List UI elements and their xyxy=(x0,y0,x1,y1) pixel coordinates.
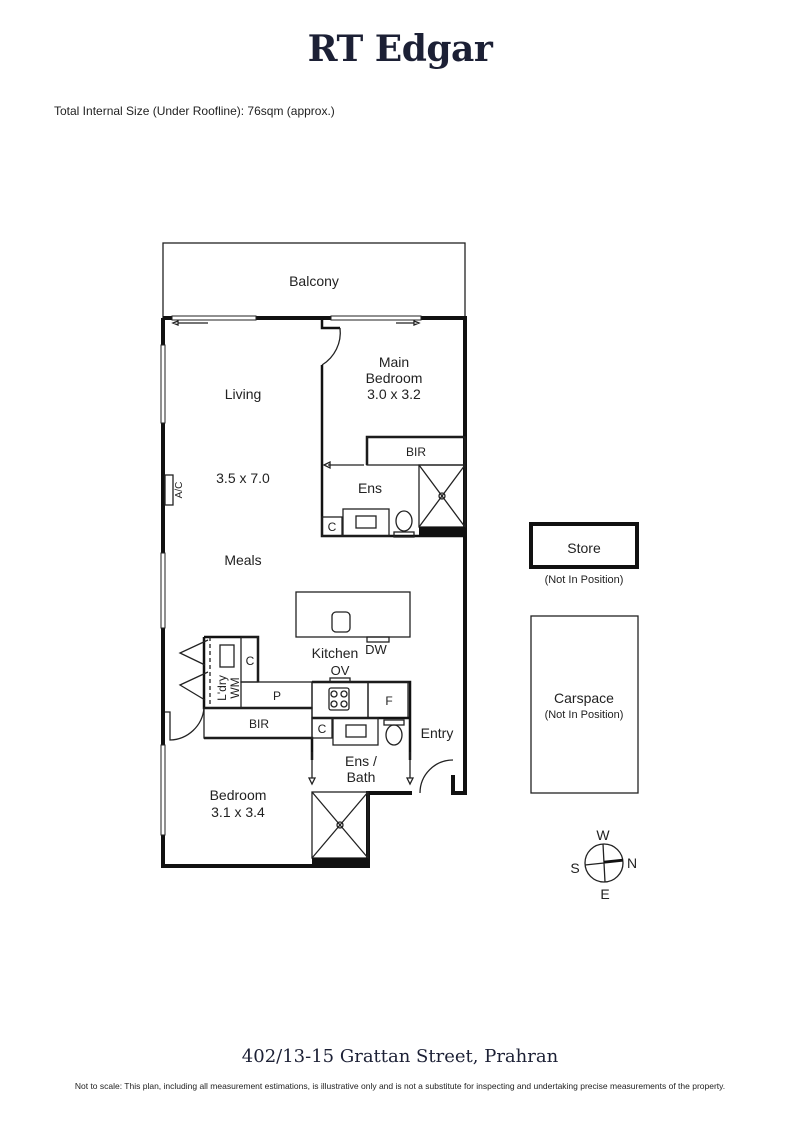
label-dw: DW xyxy=(365,642,387,657)
label-living: Living xyxy=(225,386,262,402)
label-main-bedroom: Main xyxy=(379,354,409,370)
compass-s: S xyxy=(570,860,579,876)
label-laundry: L'dry xyxy=(215,675,229,701)
label-bedroom-dims: 3.1 x 3.4 xyxy=(211,804,265,820)
label-carspace-note: (Not In Position) xyxy=(545,709,624,721)
disclaimer: Not to scale: This plan, including all m… xyxy=(74,1081,726,1091)
label-bedroom: Bedroom xyxy=(210,787,267,803)
label-c-laundry: C xyxy=(246,654,255,668)
label-p: P xyxy=(273,689,281,703)
label-store-note: (Not In Position) xyxy=(545,574,624,586)
label-main-bedroom-dims: 3.0 x 3.2 xyxy=(367,386,421,402)
laundry-tub xyxy=(219,644,235,668)
internal-size-note: Total Internal Size (Under Roofline): 76… xyxy=(54,104,335,118)
ac-unit xyxy=(164,474,174,506)
label-ov: OV xyxy=(331,663,350,678)
label-wm: WM xyxy=(228,677,242,698)
cooktop-icon xyxy=(328,687,350,711)
compass-w: W xyxy=(596,827,610,843)
window xyxy=(160,744,166,836)
bath-toilet xyxy=(385,724,403,746)
compass-icon: W N S E xyxy=(570,827,637,902)
label-bir-bed2: BIR xyxy=(249,717,269,731)
label-main-bedroom-2: Bedroom xyxy=(366,370,423,386)
sliding-door-bedroom xyxy=(330,315,422,321)
compass-n: N xyxy=(627,855,637,871)
label-meals: Meals xyxy=(224,552,261,568)
label-ens-bath-2: Bath xyxy=(347,769,376,785)
shower-base xyxy=(419,527,465,536)
ens-toilet xyxy=(395,510,413,532)
label-ens-bath: Ens / xyxy=(345,753,377,769)
bir-main xyxy=(366,436,466,466)
label-balcony: Balcony xyxy=(289,273,339,289)
compass-e: E xyxy=(600,886,609,902)
carspace-box xyxy=(530,615,639,794)
oven xyxy=(329,677,351,683)
property-address: 402/13-15 Grattan Street, Prahran xyxy=(241,1046,559,1067)
label-carspace: Carspace xyxy=(554,690,614,706)
sliding-door-living xyxy=(171,315,257,321)
brand-logo: RT Edgar xyxy=(307,28,493,70)
ens-cupboard xyxy=(321,516,343,537)
window xyxy=(160,552,166,629)
label-store: Store xyxy=(567,540,601,556)
ens-vanity xyxy=(342,508,390,537)
label-c-ens: C xyxy=(328,520,337,534)
window xyxy=(160,344,166,424)
bifold-doors xyxy=(178,639,209,701)
main-bedroom-wall xyxy=(320,318,465,538)
bath-cupboard xyxy=(311,717,333,739)
store-box xyxy=(529,522,639,569)
dishwasher xyxy=(366,636,390,643)
sink xyxy=(331,611,351,633)
label-kitchen: Kitchen xyxy=(312,645,359,661)
label-bir-main: BIR xyxy=(406,445,426,459)
label-f: F xyxy=(385,694,392,708)
ac-label: A/C xyxy=(174,482,185,499)
label-living-dims: 3.5 x 7.0 xyxy=(216,470,270,486)
label-ens: Ens xyxy=(358,480,382,496)
kitchen-island xyxy=(295,591,411,638)
label-entry: Entry xyxy=(421,725,454,741)
bath-vanity xyxy=(332,717,379,746)
label-c-bath: C xyxy=(318,722,327,736)
